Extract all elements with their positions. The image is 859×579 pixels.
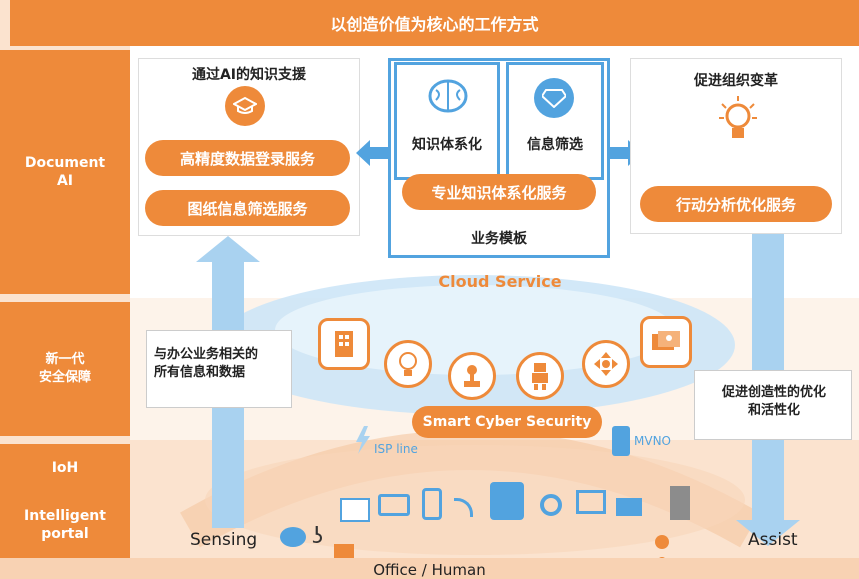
lightning-icon	[356, 426, 370, 454]
left-up-arrowhead	[196, 236, 260, 262]
sidebar-document-ai-label: Document AI	[24, 155, 106, 189]
building-icon	[318, 318, 370, 370]
fax-icon	[340, 498, 370, 522]
sidebar-ioh: IoH Intelligent portal	[0, 444, 130, 558]
left-box-title: 通过AI的知识支援	[191, 67, 307, 83]
footer-bar	[0, 558, 859, 579]
assist-label: Assist	[748, 530, 798, 550]
service-pill-drawing-filter: 图纸信息筛选服务	[145, 190, 350, 226]
sidebar-security-label: 新一代 安全保障	[38, 352, 91, 385]
ear-icon: ʖ	[312, 524, 324, 549]
lightbulb-icon	[719, 96, 757, 138]
brain-icon	[428, 79, 468, 113]
right-box-title: 促进组织变革	[694, 73, 778, 89]
header-title: 以创造价值为核心的工作方式	[10, 0, 859, 46]
vending-icon	[670, 486, 690, 520]
laptop-icon	[378, 494, 410, 516]
isp-line-label: ISP line	[374, 442, 418, 456]
id-cards-icon	[640, 316, 692, 368]
left-info-box	[146, 330, 292, 408]
left-arrow	[356, 140, 390, 166]
move-arrows-icon	[582, 340, 630, 388]
right-info-box	[694, 370, 852, 440]
tile-filter-label: 信息筛选	[527, 137, 583, 153]
cloud-service-label: Cloud Service	[438, 272, 562, 291]
left-info-text: 与办公业务相关的 所有信息和数据	[154, 347, 259, 380]
mvno-label: MVNO	[634, 434, 671, 448]
joystick-icon	[448, 352, 496, 400]
wifi-icon	[454, 498, 473, 517]
service-pill-knowledge: 专业知识体系化服务	[402, 174, 596, 210]
tablet-icon	[422, 488, 442, 520]
projector-icon	[616, 498, 642, 516]
printer-icon	[490, 482, 524, 520]
right-info-text: 促进创造性的优化 和活性化	[721, 385, 826, 418]
robot-icon	[516, 352, 564, 400]
webcam-icon	[540, 494, 562, 516]
bulb-security-icon	[384, 340, 432, 388]
devices-row	[330, 478, 710, 528]
business-template-label: 业务模板	[471, 231, 527, 247]
sidebar-ioh-label: IoH	[51, 460, 79, 476]
service-pill-behavior: 行动分析优化服务	[640, 186, 832, 222]
footer-label: Office / Human	[373, 561, 486, 579]
graduation-cap-icon	[225, 86, 265, 126]
sidebar-security: 新一代 安全保障	[0, 302, 130, 436]
hand-icon	[280, 527, 306, 547]
diamond-icon	[534, 78, 574, 118]
monitor-icon	[576, 490, 606, 514]
sensing-label: Sensing	[190, 530, 258, 550]
service-pill-data-entry: 高精度数据登录服务	[145, 140, 350, 176]
sidebar-document-ai: Document AI	[0, 50, 130, 294]
right-down-arrowhead	[736, 520, 800, 546]
mobile-phone-icon	[612, 426, 630, 456]
tile-knowledge-label: 知识体系化	[412, 137, 482, 153]
sidebar-portal-label: Intelligent portal	[24, 508, 106, 542]
smart-cyber-security-pill: Smart Cyber Security	[412, 406, 602, 438]
